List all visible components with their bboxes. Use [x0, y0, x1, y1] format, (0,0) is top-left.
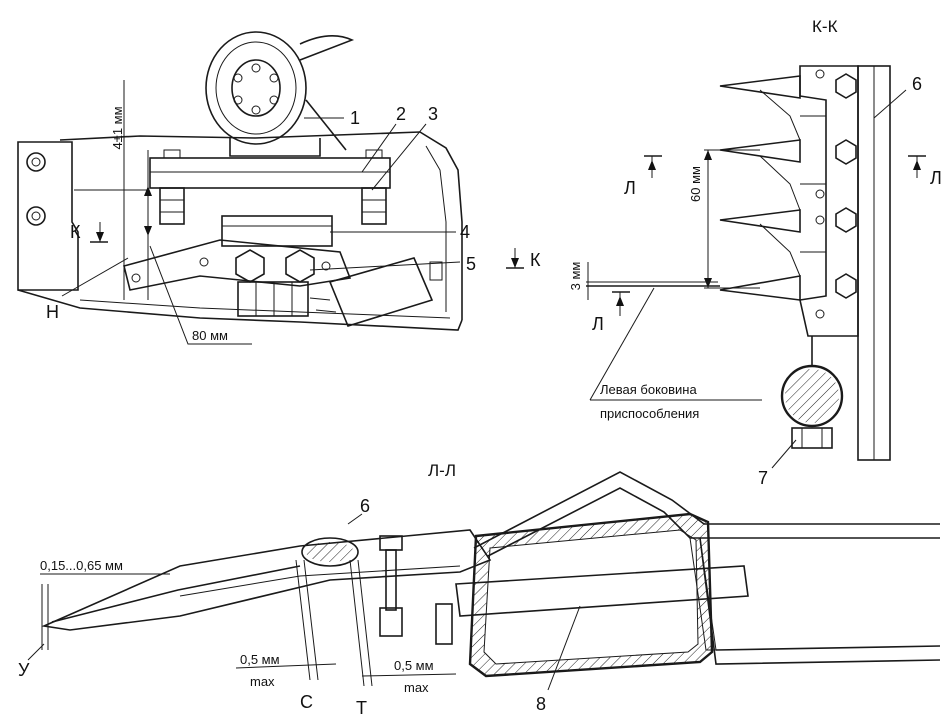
dimension-4mm-text: 4±1 мм [110, 106, 125, 149]
mounting-plate [149, 149, 391, 247]
leader-n: Н [46, 257, 129, 322]
dimension-c-max: max [250, 674, 275, 689]
letter-u: У [18, 660, 30, 680]
dimension-015-065: 0,15...0,65 мм У [18, 558, 170, 680]
dimension-80mm: 80 мм [149, 245, 252, 345]
knife-bar [799, 65, 859, 337]
callout-4: 4 [460, 222, 470, 242]
section-l-marker-top: Л [624, 155, 662, 198]
letter-l-bottom: Л [592, 314, 604, 334]
section-kk-view: К-К [568, 17, 942, 488]
dimension-c-text: 0,5 мм [240, 652, 280, 667]
dimension-80mm-text: 80 мм [192, 328, 228, 343]
dimension-60mm-text: 60 мм [688, 166, 703, 202]
letter-k-right: К [530, 250, 541, 270]
dimension-3mm: 3 мм [568, 262, 720, 300]
pulley [205, 31, 355, 157]
dimension-3mm-text: 3 мм [568, 262, 583, 291]
section-kk-title: К-К [812, 17, 838, 36]
callout-6-mid: 6 [360, 496, 370, 516]
section-ll-title: Л-Л [428, 461, 456, 480]
letter-l-edge: Л [930, 168, 942, 188]
callout-7: 7 [758, 468, 768, 488]
note-line-2: приспособления [600, 406, 699, 421]
rivet: 6 [301, 496, 370, 567]
dimension-t: 0,5 мм max Т [349, 559, 457, 716]
callout-8: 8 [536, 694, 546, 714]
letter-t: Т [356, 698, 367, 716]
callouts-top-left: 1 2 3 4 5 [304, 104, 476, 274]
dimension-4mm: 4±1 мм [74, 80, 152, 300]
callout-2: 2 [396, 104, 406, 124]
left-side-note: Левая боковина приспособления [589, 287, 762, 421]
finger-profile [41, 529, 492, 631]
section-ll-view: Л-Л 6 [18, 461, 941, 716]
letter-n: Н [46, 302, 59, 322]
callout-1: 1 [350, 108, 360, 128]
section-l-marker-edge: Л [908, 155, 942, 188]
frame-bracket [17, 131, 463, 331]
note-line-1: Левая боковина [600, 382, 697, 397]
bolt [379, 535, 453, 645]
callout-6-top: 6 [912, 74, 922, 94]
side-view-assembly: 4±1 мм 80 мм К К Н 1 [17, 31, 541, 345]
dimension-015-065-text: 0,15...0,65 мм [40, 558, 123, 573]
round-beam [780, 336, 844, 449]
callout-5: 5 [466, 254, 476, 274]
section-k-marker-left: К [70, 222, 108, 243]
dimension-c: 0,5 мм max С [235, 559, 337, 712]
guard-outline [473, 471, 941, 665]
dimension-t-text: 0,5 мм [394, 658, 434, 673]
cutting-fingers [719, 75, 826, 301]
callout-3: 3 [428, 104, 438, 124]
square-tube: 8 [455, 512, 749, 714]
letter-s: С [300, 692, 313, 712]
letter-l-top: Л [624, 178, 636, 198]
lever-arm [123, 239, 352, 291]
section-l-marker-bottom: Л [592, 291, 630, 334]
dimension-60mm: 60 мм [688, 149, 760, 289]
letter-k-left: К [70, 222, 81, 242]
dimension-t-max: max [404, 680, 429, 695]
section-k-marker-right: К [506, 248, 541, 270]
